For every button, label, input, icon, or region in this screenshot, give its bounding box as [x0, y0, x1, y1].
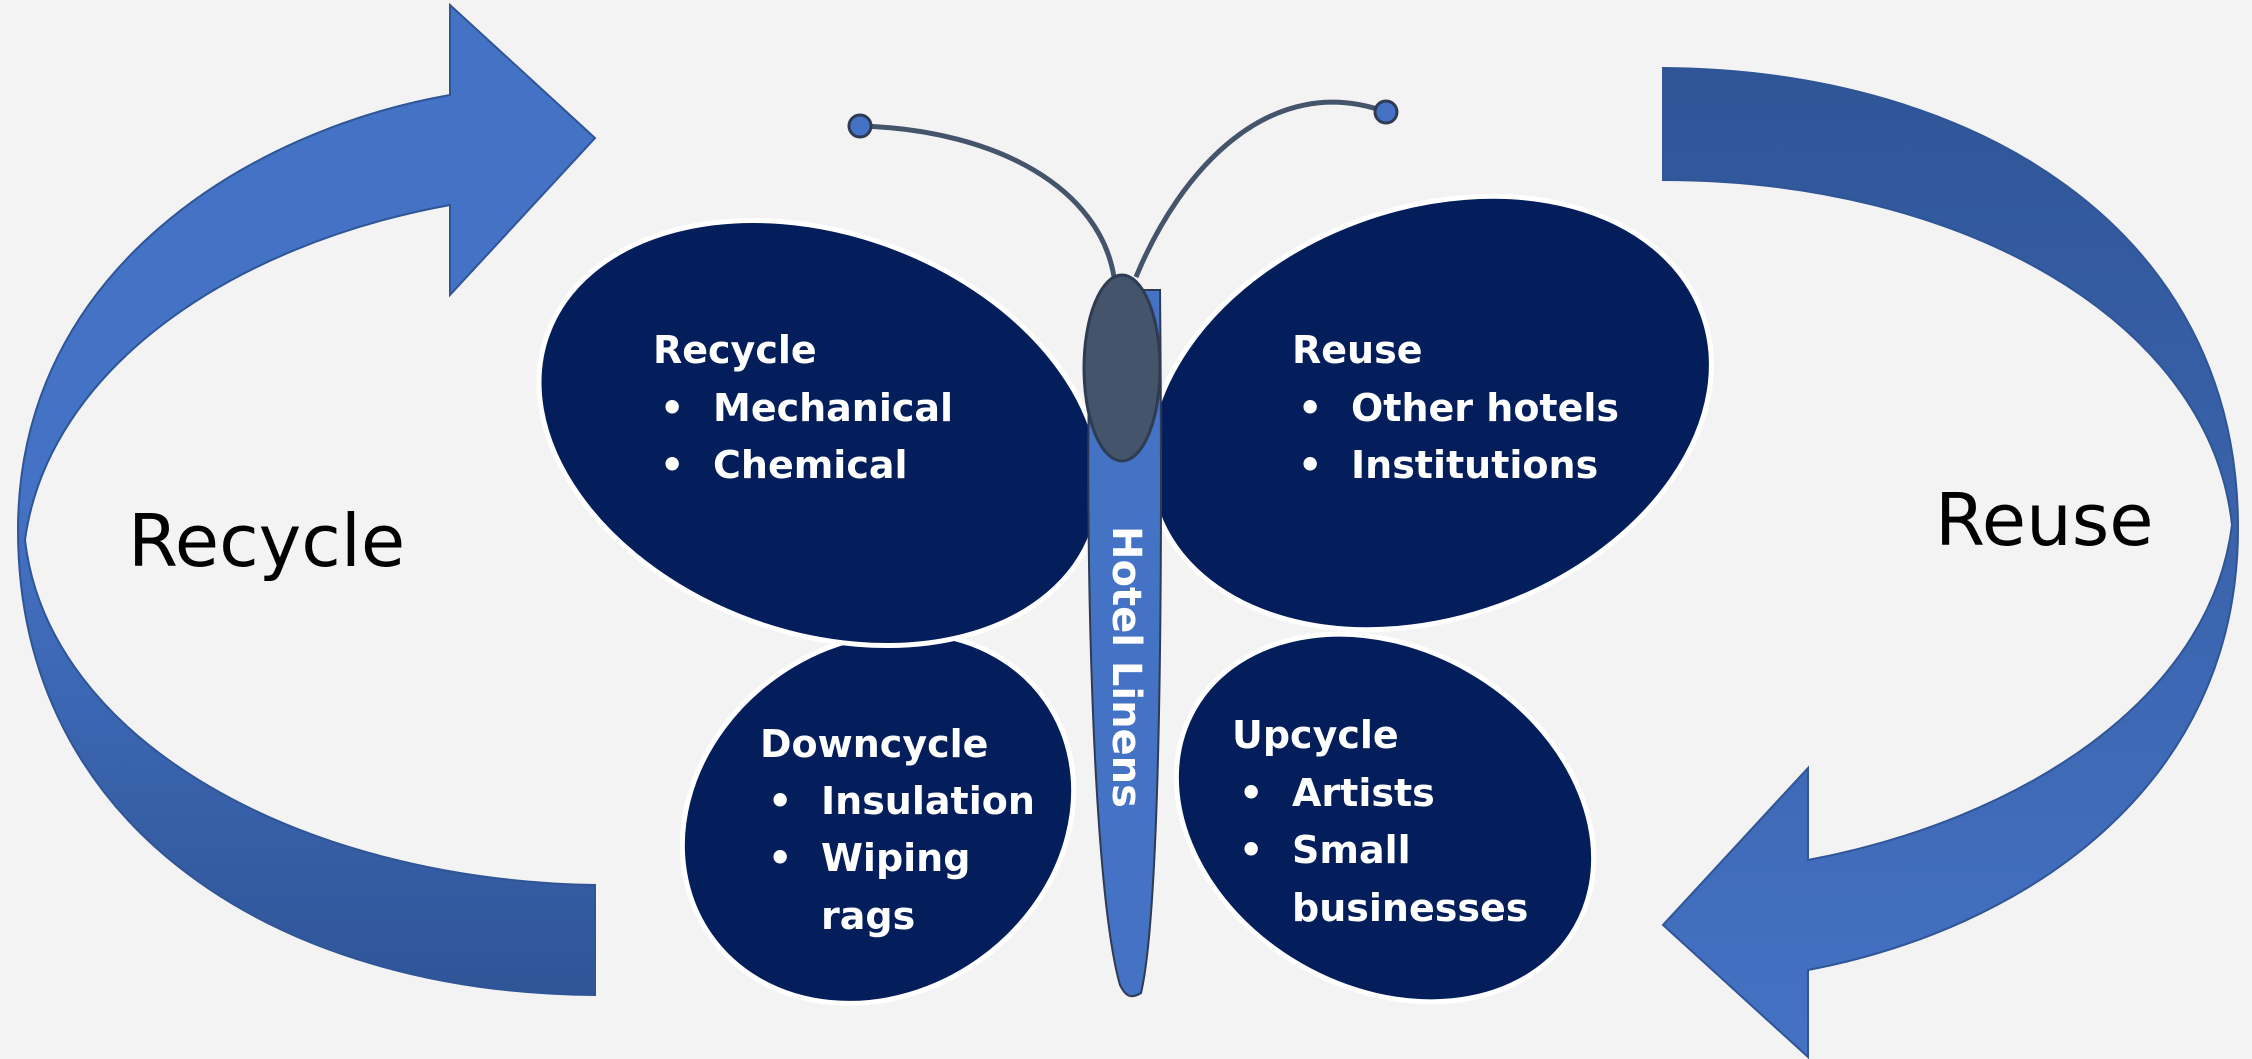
left-antenna: [859, 123, 1117, 278]
right-antenna-tip: [1373, 99, 1399, 125]
bullet-icon: •: [1239, 828, 1263, 872]
wing-item-other-hotels: Other hotels: [1351, 386, 1619, 430]
bullet-icon: •: [660, 386, 684, 430]
wing-bottom-left: [679, 630, 1077, 1006]
left-antenna-tip: [847, 113, 873, 139]
butterfly-head: [1082, 273, 1162, 463]
bullet-icon: •: [1298, 386, 1322, 430]
wing-item-wiping: Wiping: [821, 836, 970, 880]
recycle-cycle-arrow: [16, 2, 597, 997]
right-antenna: [1133, 99, 1387, 278]
recycle-cycle-label: Recycle: [128, 499, 405, 583]
wing-title-upcycle: Upcycle: [1232, 713, 1399, 757]
wing-item-businesses: businesses: [1292, 886, 1528, 930]
wing-item-small: Small: [1292, 828, 1411, 872]
bullet-icon: •: [660, 443, 684, 487]
wing-item-institutions: Institutions: [1351, 443, 1598, 487]
wing-item-insulation: Insulation: [821, 779, 1035, 823]
wing-top-left: [536, 217, 1104, 649]
center-label: Hotel Linens: [1103, 526, 1149, 808]
wing-item-rags: rags: [821, 894, 915, 938]
wing-title-downcycle: Downcycle: [760, 722, 988, 766]
wing-item-mechanical: Mechanical: [713, 386, 953, 430]
reuse-cycle-arrow: [1661, 66, 2240, 1059]
wing-item-artists: Artists: [1292, 771, 1435, 815]
butterfly-body: [1087, 289, 1162, 998]
wing-bottom-right: [1173, 631, 1597, 1005]
reuse-cycle-label: Reuse: [1935, 478, 2154, 562]
bullet-icon: •: [768, 779, 792, 823]
bullet-icon: •: [768, 836, 792, 880]
wing-item-chemical: Chemical: [713, 443, 908, 487]
bullet-icon: •: [1239, 771, 1263, 815]
bullet-icon: •: [1298, 443, 1322, 487]
wing-title-reuse: Reuse: [1292, 328, 1422, 372]
wing-title-recycle: Recycle: [653, 328, 817, 372]
